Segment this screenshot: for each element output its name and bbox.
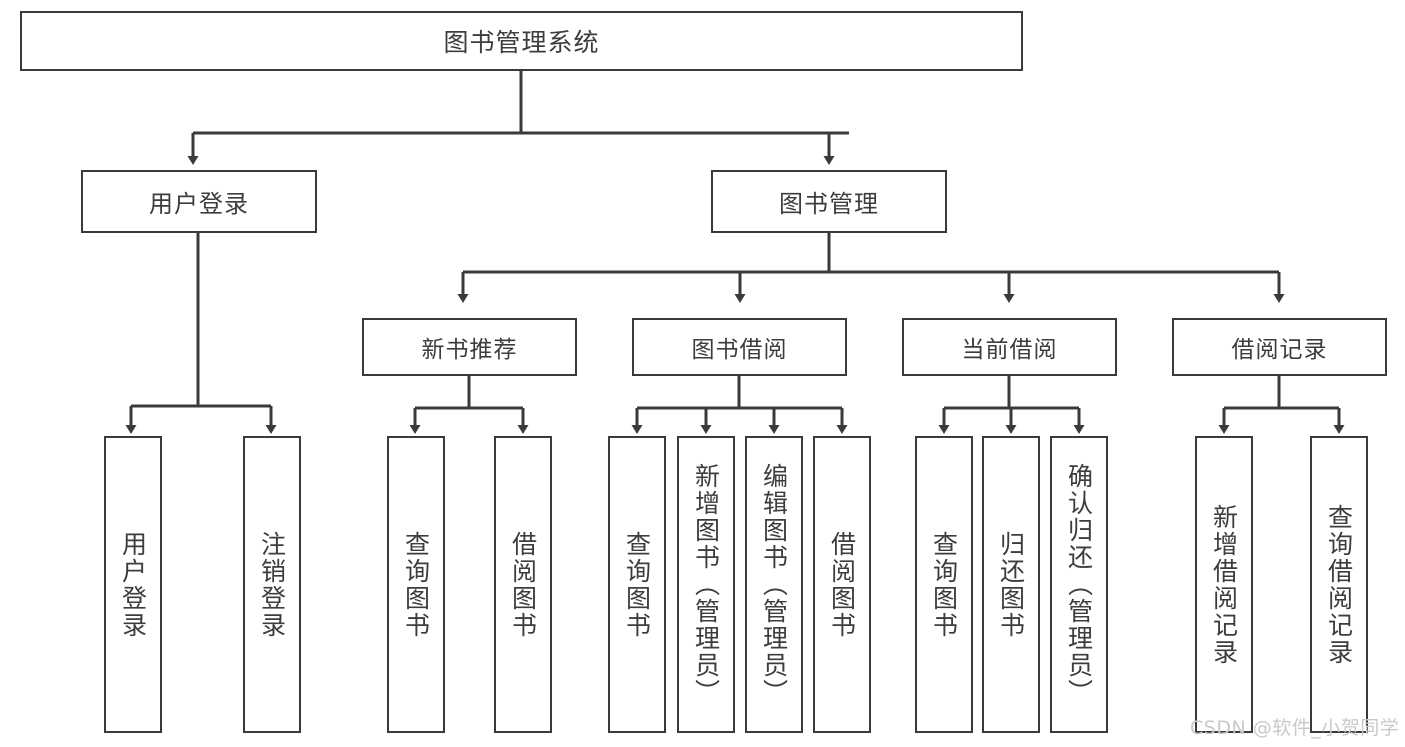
node-book-borrow[interactable]: 图书借阅: [632, 318, 847, 376]
leaf-label: 新增图书（管理员）: [691, 463, 721, 706]
watermark: CSDN @软件_小贺同学: [1190, 717, 1400, 739]
leaf-new-book-borrow-book[interactable]: 借阅图书: [494, 436, 552, 733]
leaf-book-borrow-query-book[interactable]: 查询图书: [608, 436, 666, 733]
leaf-borrow-record-query[interactable]: 查询借阅记录: [1310, 436, 1368, 733]
node-user-login[interactable]: 用户登录: [81, 170, 317, 233]
node-root[interactable]: 图书管理系统: [20, 11, 1023, 71]
node-borrow-record[interactable]: 借阅记录: [1172, 318, 1387, 376]
leaf-label: 归还图书: [996, 530, 1026, 639]
node-book-management[interactable]: 图书管理: [711, 170, 947, 233]
node-borrow-record-label: 借阅记录: [1231, 337, 1328, 363]
leaf-label: 查询图书: [622, 530, 652, 639]
node-book-borrow-label: 图书借阅: [691, 337, 788, 363]
node-new-book-recommend[interactable]: 新书推荐: [362, 318, 577, 376]
leaf-label: 借阅图书: [508, 530, 538, 639]
node-current-borrow-label: 当前借阅: [961, 337, 1058, 363]
node-current-borrow[interactable]: 当前借阅: [902, 318, 1117, 376]
leaf-current-borrow-confirm-return[interactable]: 确认归还（管理员）: [1050, 436, 1108, 733]
leaf-label: 新增借阅记录: [1209, 503, 1239, 666]
leaf-label: 查询图书: [401, 530, 431, 639]
leaf-user-login-logout[interactable]: 注销登录: [243, 436, 301, 733]
leaf-new-book-query-book[interactable]: 查询图书: [387, 436, 445, 733]
node-root-label: 图书管理系统: [443, 28, 600, 57]
leaf-label: 注销登录: [257, 530, 287, 639]
leaf-borrow-record-add[interactable]: 新增借阅记录: [1195, 436, 1253, 733]
leaf-user-login-login[interactable]: 用户登录: [104, 436, 162, 733]
node-user-login-label: 用户登录: [149, 190, 249, 218]
leaf-label: 查询借阅记录: [1324, 503, 1354, 666]
leaf-label: 确认归还（管理员）: [1064, 463, 1094, 706]
leaf-book-borrow-add-book[interactable]: 新增图书（管理员）: [677, 436, 735, 733]
leaf-label: 借阅图书: [827, 530, 857, 639]
node-new-book-recommend-label: 新书推荐: [421, 337, 518, 363]
leaf-label: 编辑图书（管理员）: [759, 463, 789, 706]
leaf-current-borrow-return-book[interactable]: 归还图书: [982, 436, 1040, 733]
node-book-management-label: 图书管理: [779, 190, 879, 218]
leaf-book-borrow-edit-book[interactable]: 编辑图书（管理员）: [745, 436, 803, 733]
leaf-label: 用户登录: [118, 530, 148, 639]
leaf-book-borrow-borrow-book[interactable]: 借阅图书: [813, 436, 871, 733]
leaf-label: 查询图书: [929, 530, 959, 639]
leaf-current-borrow-query-book[interactable]: 查询图书: [915, 436, 973, 733]
